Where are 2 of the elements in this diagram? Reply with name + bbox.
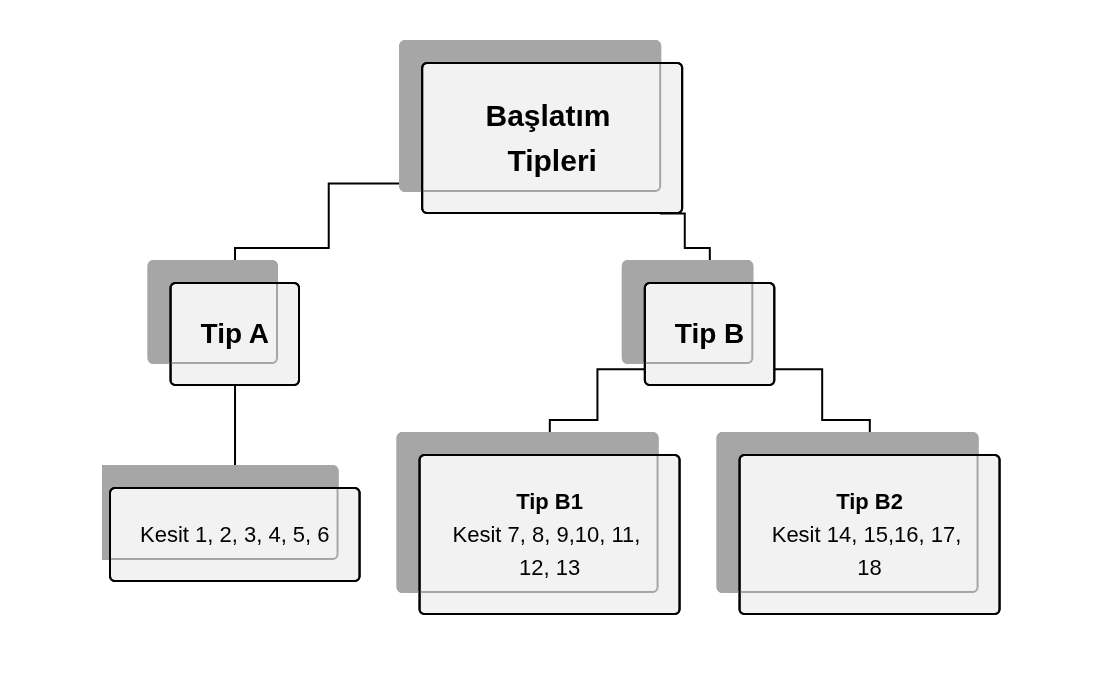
- connector: [774, 368, 872, 457]
- connector: [234, 384, 237, 490]
